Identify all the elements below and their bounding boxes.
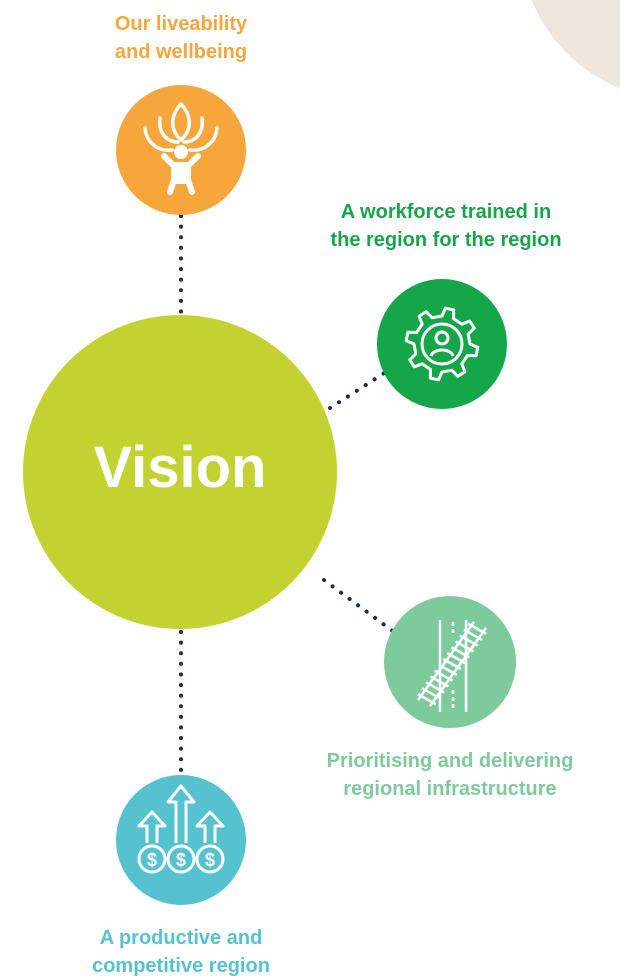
label-infrastructure-line-2: regional infrastructure: [343, 778, 557, 800]
rail-tie: [425, 681, 445, 694]
rail-tie: [442, 657, 462, 671]
person-lotus-icon: [143, 102, 219, 195]
svg-text:$: $: [205, 850, 215, 870]
svg-text:$: $: [147, 850, 157, 870]
label-infrastructure: Prioritising and delivering regional inf…: [290, 747, 610, 803]
gear-person-icon: [404, 306, 480, 382]
rail-tie: [429, 675, 450, 688]
rail-tie: [463, 628, 483, 641]
road-rail-icon: [416, 620, 488, 712]
node-liveability: [116, 85, 246, 215]
rail-tie: [467, 622, 487, 635]
rail-tie: [438, 663, 458, 676]
vision-label: Vision: [93, 435, 267, 500]
connector-workforce: [328, 366, 394, 410]
label-workforce-line-1: A workforce trained in: [340, 201, 552, 223]
connectors: [179, 214, 396, 780]
rail-tie: [446, 652, 466, 665]
label-liveability-line-2: and wellbeing: [114, 41, 248, 63]
rail-tie: [417, 693, 437, 706]
label-liveability: Our liveability and wellbeing: [40, 10, 322, 66]
node-productive: $ $ $: [116, 775, 246, 905]
rail-tie: [433, 669, 454, 682]
node-workforce: [377, 279, 507, 409]
label-productive-line-2: competitive region: [92, 955, 270, 977]
svg-text:$: $: [176, 850, 186, 870]
label-workforce: A workforce trained in the region for th…: [296, 198, 596, 254]
productive-circle: [116, 775, 246, 905]
connector-infrastructure: [322, 578, 396, 634]
node-infrastructure: [384, 596, 516, 728]
label-productive-line-1: A productive and: [99, 927, 263, 949]
background-corner-shape: [531, 0, 620, 89]
label-liveability-line-1: Our liveability: [114, 13, 248, 35]
label-productive: A productive and competitive region: [40, 924, 322, 980]
rail-tie: [454, 640, 475, 653]
vision-circle: [23, 315, 337, 629]
label-infrastructure-line-1: Prioritising and delivering: [326, 750, 574, 772]
rail-tie: [459, 634, 479, 647]
growth-dollars-icon: $ $ $: [137, 784, 225, 874]
rail-tie: [421, 687, 441, 700]
rail-tie: [450, 646, 471, 659]
label-workforce-line-2: the region for the region: [330, 229, 562, 251]
